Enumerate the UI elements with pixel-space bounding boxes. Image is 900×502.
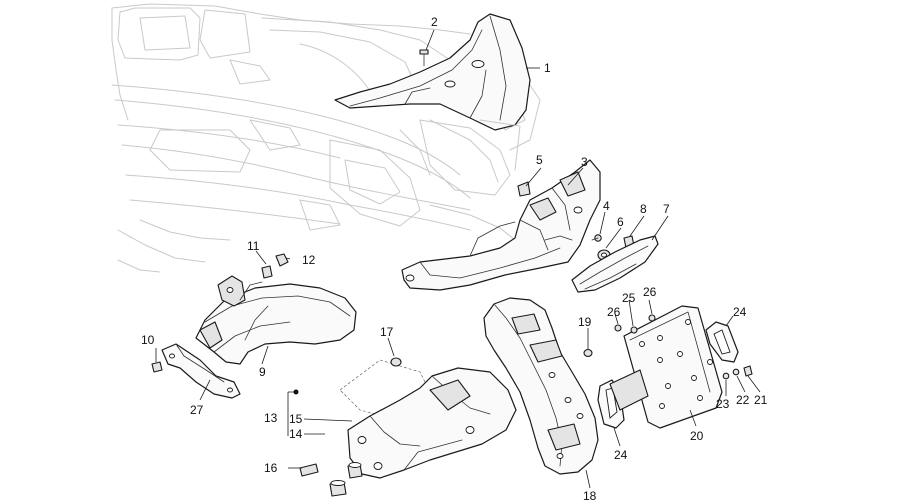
callout-26-right: 26 <box>643 285 657 299</box>
part-clip-5 <box>517 181 531 197</box>
callout-4: 4 <box>603 199 610 213</box>
callout-6: 6 <box>617 215 624 229</box>
callout-3: 3 <box>581 155 588 169</box>
callout-21: 21 <box>754 393 768 407</box>
callout-27: 27 <box>190 403 204 417</box>
part-nut-26a <box>614 324 622 332</box>
part-washer-22 <box>732 368 740 376</box>
callout-26-left: 26 <box>607 305 621 319</box>
callout-5: 5 <box>536 153 543 167</box>
part-nut-12 <box>275 253 289 267</box>
callout-7: 7 <box>663 202 670 216</box>
callout-14: 14 <box>289 427 303 441</box>
part-rear-carrier-cover <box>334 13 531 131</box>
callout-22: 22 <box>736 393 750 407</box>
callout-12: 12 <box>302 253 316 267</box>
part-plate-bracket-20 <box>609 305 723 429</box>
part-reflector-24-upper <box>705 321 739 363</box>
part-screw-10 <box>151 361 163 373</box>
callout-19: 19 <box>578 315 592 329</box>
part-spacer-14 <box>329 480 347 497</box>
part-nut-25 <box>630 326 638 334</box>
callout-2: 2 <box>431 15 438 29</box>
callout-10: 10 <box>141 333 155 347</box>
callout-20: 20 <box>690 429 704 443</box>
part-nut-26b <box>648 314 656 322</box>
part-bush-16 <box>299 463 319 477</box>
part-mudguard-bracket-27 <box>161 343 241 399</box>
callout-24-lower: 24 <box>614 448 628 462</box>
callout-8: 8 <box>640 202 647 216</box>
callout-13: 13 <box>264 411 278 425</box>
callout-18: 18 <box>583 489 597 502</box>
callout-11: 11 <box>247 239 260 253</box>
callout-1: 1 <box>544 61 551 75</box>
part-screw-19 <box>583 348 593 358</box>
part-rear-bracket <box>401 159 601 291</box>
callout-25: 25 <box>622 291 636 305</box>
part-support-bracket-13 <box>339 359 517 479</box>
part-spacer-15 <box>347 462 363 479</box>
part-nut-23 <box>722 372 730 380</box>
frame-outline <box>399 119 521 183</box>
callout-17: 17 <box>380 325 394 339</box>
callout-24-upper: 24 <box>733 305 747 319</box>
part-license-holder-18 <box>483 297 599 475</box>
group-marker-dot <box>293 389 299 395</box>
part-rear-mudguard-9 <box>195 275 357 365</box>
callout-15: 15 <box>289 412 303 426</box>
callout-23: 23 <box>716 397 730 411</box>
callout-9: 9 <box>259 365 266 379</box>
part-screw-21 <box>743 365 753 377</box>
part-reflector-7 <box>571 235 659 293</box>
scooter-body-outline <box>111 3 541 273</box>
callout-16: 16 <box>264 461 278 475</box>
part-washer-17 <box>390 357 402 367</box>
part-screw-11 <box>261 265 273 279</box>
leader-lines <box>155 29 761 489</box>
part-screw-2 <box>419 49 429 67</box>
part-screw-4 <box>591 234 602 242</box>
callout-labels: 1 2 3 4 5 6 7 8 9 10 11 12 13 14 15 16 1… <box>141 15 768 502</box>
